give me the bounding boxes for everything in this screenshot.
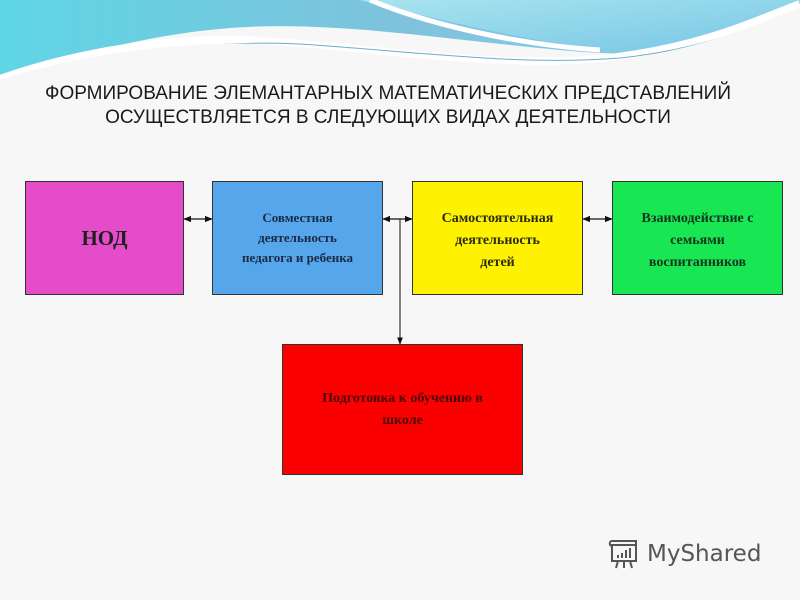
background-wave <box>0 0 800 90</box>
box-nod: НОД <box>25 181 184 295</box>
box-joint-line-3: педагога и ребенка <box>241 250 354 265</box>
title-line-1: ФОРМИРОВАНИЕ ЭЛЕМАНТАРНЫХ МАТЕМАТИЧЕСКИХ… <box>45 83 731 104</box>
box-independent-line-2: деятельность <box>455 233 540 248</box>
myshared-watermark: MyShared <box>607 536 761 572</box>
box-family-interaction: Взаимодействие с семьями воспитанников <box>612 181 783 295</box>
box-joint-line-1: Совместная <box>262 210 333 225</box>
title-line-2: ОСУЩЕСТВЛЯЕТСЯ В СЛЕДУЮЩИХ ВИДАХ ДЕЯТЕЛЬ… <box>105 107 671 128</box>
box-school-preparation: Подготовка к обучению в школе <box>282 344 523 475</box>
box-independent-activity: Самостоятельная деятельность детей <box>412 181 583 295</box>
slide-title: ФОРМИРОВАНИЕ ЭЛЕМАНТАРНЫХ МАТЕМАТИЧЕСКИХ… <box>0 82 776 130</box>
box-joint-activity: Совместная деятельность педагога и ребен… <box>212 181 383 295</box>
box-independent-line-3: детей <box>480 255 515 270</box>
box-nod-label: НОД <box>81 225 128 250</box>
presentation-board-icon <box>608 540 637 569</box>
box-school-line-2: школе <box>382 412 423 428</box>
watermark-text: MyShared <box>647 541 762 567</box>
box-school-line-1: Подготовка к обучению в <box>322 390 483 406</box>
box-family-line-1: Взаимодействие с <box>641 211 754 226</box>
box-family-line-2: семьями <box>670 233 725 248</box>
box-joint-line-2: деятельность <box>258 230 337 245</box>
box-independent-line-1: Самостоятельная <box>441 211 554 226</box>
box-family-line-3: воспитанников <box>648 255 747 270</box>
